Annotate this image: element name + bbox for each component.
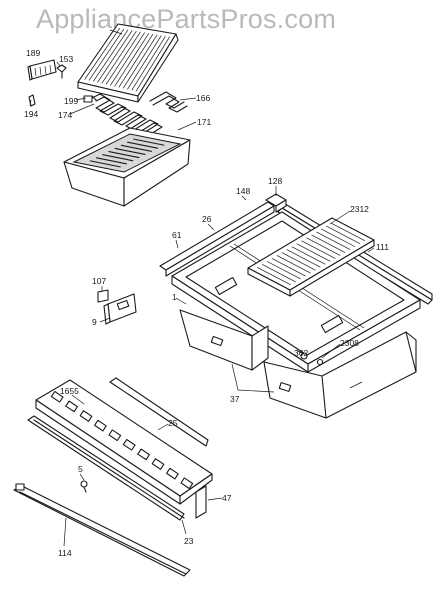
mounting-clip[interactable]	[56, 64, 67, 79]
callout-189: 189	[26, 48, 40, 58]
callout-2312: 2312	[350, 204, 369, 214]
callout-2308: 2308	[340, 338, 359, 348]
slot-line	[114, 147, 146, 155]
slot-line	[306, 237, 341, 256]
callout-1655: 1655	[60, 386, 79, 396]
end-bracket-47[interactable]	[195, 485, 207, 519]
callout-1: 1	[172, 292, 177, 302]
slot-line	[101, 30, 137, 84]
panel-key	[108, 429, 122, 442]
slot-line	[108, 151, 140, 159]
callout-194: 194	[24, 109, 38, 119]
panel-key	[94, 419, 107, 432]
slot-line	[281, 252, 316, 271]
slot-line	[266, 261, 301, 280]
panel-key	[50, 390, 64, 403]
callout-174: 174	[58, 110, 72, 120]
slot-line	[291, 246, 326, 265]
corner-bracket[interactable]	[265, 193, 287, 213]
callout-61: 61	[172, 230, 182, 240]
slot-line	[97, 30, 133, 83]
slot-line	[110, 32, 145, 86]
callout-5: 5	[78, 464, 83, 474]
small-fastener[interactable]	[300, 352, 324, 366]
slot-line	[271, 258, 306, 277]
slot-line	[127, 141, 159, 149]
leader-lines	[29, 29, 375, 547]
callout-47: 47	[222, 493, 232, 503]
slot-line	[89, 160, 121, 168]
heating-element[interactable]	[83, 91, 188, 138]
callout-111: 111	[376, 242, 389, 252]
slot-line	[321, 228, 356, 247]
callout-23: 23	[184, 536, 194, 546]
callout-37: 37	[230, 394, 240, 404]
slot-line	[122, 34, 158, 89]
grill-grate[interactable]	[77, 23, 179, 103]
slot-line	[118, 33, 154, 88]
slot-line	[316, 231, 351, 250]
panel-key	[151, 458, 165, 470]
slot-line	[127, 35, 162, 90]
panel-key	[137, 448, 150, 461]
callout-26: 26	[202, 214, 212, 224]
control-module[interactable]	[27, 59, 57, 81]
slot-line	[88, 28, 125, 81]
frame-rail-left[interactable]	[159, 201, 275, 277]
slot-line	[296, 243, 331, 262]
panel-key	[166, 467, 179, 480]
slot-line	[326, 225, 361, 244]
callout-166: 166	[196, 93, 210, 103]
slot-line	[105, 31, 141, 85]
panel-key	[65, 400, 78, 413]
panel-key	[122, 438, 136, 451]
griddle-grate[interactable]	[247, 217, 375, 297]
bracket-9[interactable]	[103, 293, 137, 325]
slot-line	[256, 266, 291, 286]
callout-labels: 189 153 194 199 174 166 171 148 128 26 2…	[24, 48, 389, 558]
panel-key	[180, 477, 194, 490]
slot-line	[133, 138, 165, 146]
slot-line	[102, 154, 134, 162]
control-panel[interactable]	[35, 379, 213, 505]
bin-left[interactable]	[179, 309, 269, 371]
callout-148: 148	[236, 186, 250, 196]
slot-line	[131, 36, 166, 91]
slot-line	[92, 29, 129, 82]
callout-9: 9	[92, 317, 97, 327]
slot-line	[84, 28, 121, 80]
watermark: AppliancePartsPros.com	[36, 4, 337, 34]
slot-line	[261, 264, 296, 283]
callout-153: 153	[59, 54, 73, 64]
callout-199: 199	[64, 96, 78, 106]
callout-25: 25	[168, 418, 178, 428]
slot-line	[311, 234, 346, 253]
slot-line	[120, 144, 152, 152]
callout-171: 171	[197, 117, 211, 127]
slot-line	[301, 240, 336, 259]
lower-trim-114[interactable]	[13, 483, 191, 577]
screw-5[interactable]	[80, 480, 88, 493]
drip-pan[interactable]	[63, 127, 191, 207]
small-bracket[interactable]	[28, 94, 36, 107]
callout-114: 114	[58, 548, 72, 558]
slot-line	[95, 157, 127, 165]
slot-line	[286, 249, 321, 268]
callout-128: 128	[268, 176, 282, 186]
slot-line	[135, 36, 170, 92]
slot-line	[114, 33, 150, 87]
panel-key	[79, 410, 93, 422]
clip-107[interactable]	[97, 289, 109, 303]
callout-107: 107	[92, 276, 106, 286]
callout-362: 362	[294, 348, 308, 358]
slot-line	[276, 255, 311, 274]
panel-trim[interactable]	[27, 377, 209, 521]
bin-right[interactable]	[263, 331, 417, 419]
slot-line	[331, 222, 366, 242]
